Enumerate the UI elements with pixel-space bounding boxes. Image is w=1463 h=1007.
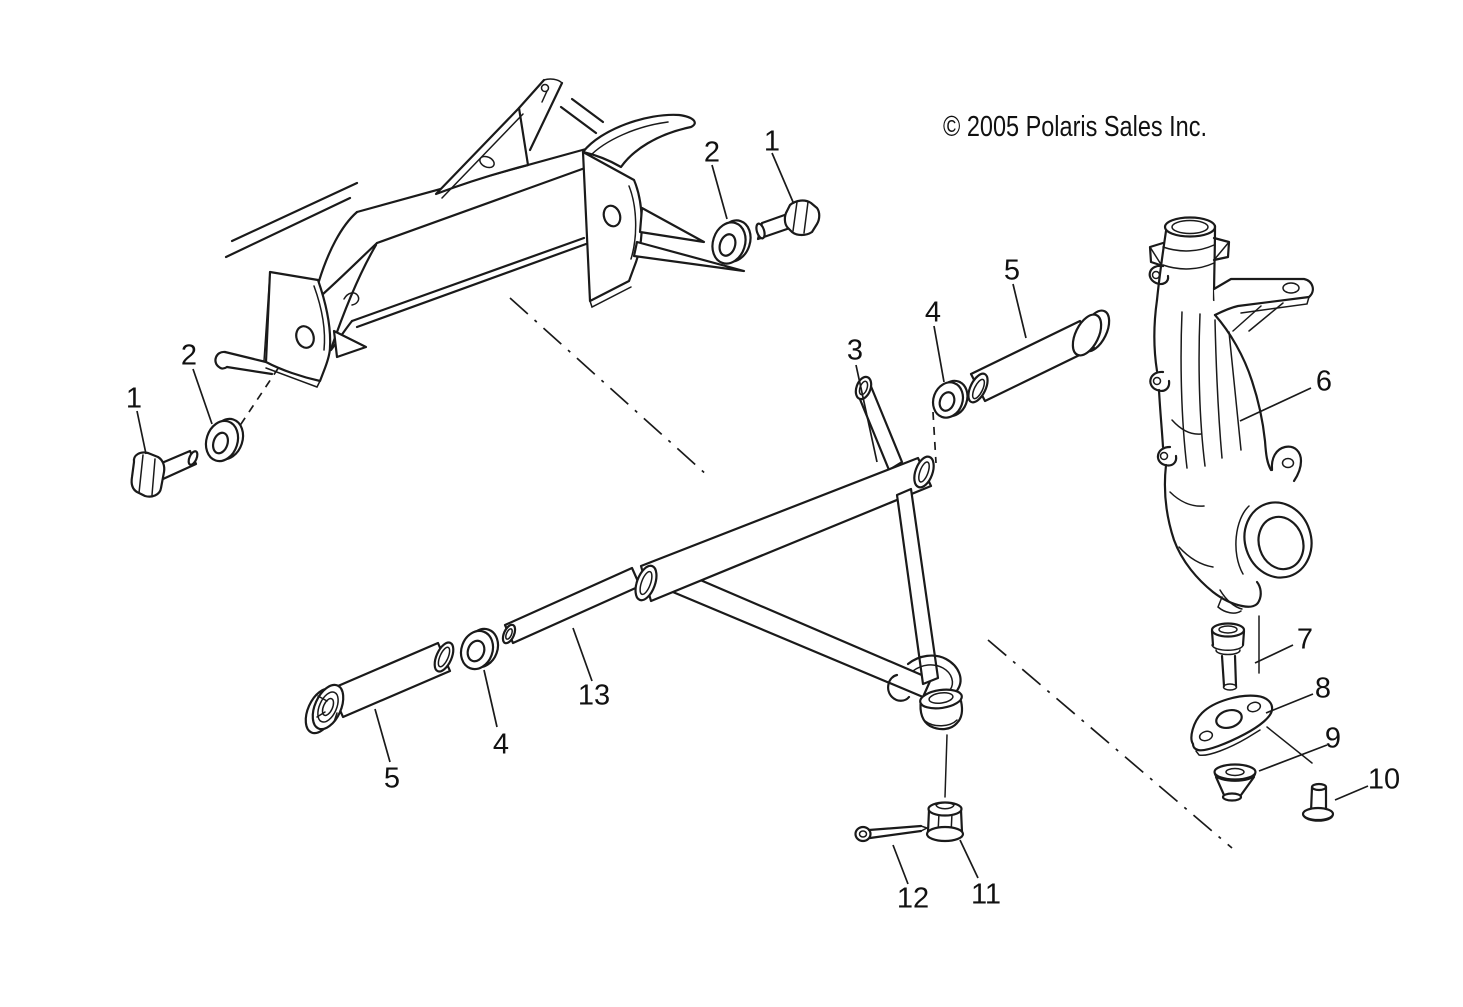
flat-washer-2-top — [711, 219, 752, 265]
bracket-spike — [638, 206, 706, 244]
callout-5-leader — [374, 708, 391, 763]
hook-detail — [540, 83, 550, 93]
beam-notch-detail — [343, 292, 360, 306]
hex-bolt-1-top — [755, 199, 821, 241]
callout-1-leader — [771, 152, 794, 203]
pivot-cross-tube — [634, 455, 935, 603]
callout-6-leader — [1239, 387, 1312, 422]
hex-bolt-1-left — [130, 449, 199, 498]
tie-rod-hole — [1282, 282, 1300, 294]
front-arm-tube — [895, 487, 940, 686]
callout-13-leader — [572, 627, 593, 682]
castle-nut-11 — [925, 801, 965, 843]
callout-4-label: 4 — [493, 729, 509, 761]
callout-11-label: 11 — [971, 879, 1001, 911]
bracket-bolt-hole — [602, 204, 622, 228]
callout-2-label: 2 — [181, 340, 197, 372]
leader-8-secondary — [1266, 726, 1313, 764]
frame-rail-break-lines — [224, 181, 359, 259]
callout-8-label: 8 — [1315, 673, 1331, 705]
steering-knuckle — [1148, 216, 1314, 614]
mount-ears — [1148, 264, 1178, 467]
callout-6-label: 6 — [1316, 366, 1332, 398]
callout-9-label: 9 — [1325, 723, 1341, 755]
pivot-axis-centerline — [509, 297, 709, 477]
gusset-plate — [434, 78, 605, 199]
pivot-pin-7 — [1210, 622, 1246, 691]
stop-plate-8 — [1190, 694, 1274, 757]
callout-10-label: 10 — [1368, 764, 1400, 796]
lower-axis-centerline — [987, 639, 1233, 849]
callout-4-label: 4 — [925, 297, 941, 329]
flat-washer-2-left — [204, 417, 245, 463]
front-arm-upper-stub — [854, 375, 904, 472]
gusset-hole — [479, 155, 495, 169]
copyright-text: © 2005 Polaris Sales Inc. — [943, 111, 1207, 143]
pivot-shaft-13 — [501, 566, 642, 645]
spacer-washer-4-upper — [931, 379, 969, 419]
callout-13-label: 13 — [578, 680, 610, 712]
callout-10-leader — [1334, 785, 1369, 801]
casting-ribs — [1169, 311, 1242, 568]
strut-stem — [1148, 216, 1231, 302]
tube-break-line — [559, 105, 598, 135]
cone-bushing-9 — [1213, 763, 1257, 802]
hub-bore — [1257, 515, 1305, 571]
callout-8-leader — [1265, 693, 1314, 714]
callout-2-leader — [192, 368, 213, 425]
callout-2-leader — [711, 164, 728, 220]
callout-3-leader — [855, 364, 878, 463]
cotter-pin-12 — [854, 824, 929, 843]
bracket-fin — [581, 113, 696, 169]
bracket-tab — [223, 350, 268, 364]
callout-2-label: 2 — [704, 137, 720, 169]
callout-5-leader — [1012, 283, 1027, 339]
bushing-sleeve-5-upper — [967, 309, 1111, 404]
balljoint-stud-axis — [944, 734, 948, 798]
plate-center-hole — [1215, 708, 1243, 730]
bracket-bolt-hole — [295, 325, 315, 349]
callout-9-leader — [1258, 744, 1328, 772]
callout-12-leader — [892, 844, 909, 885]
callout-7-label: 7 — [1297, 624, 1313, 656]
callout-1-label: 1 — [764, 126, 780, 158]
spacer-washer-4-lower — [459, 627, 500, 671]
bracket-spike — [632, 240, 746, 273]
bushing-sleeve-5-lower — [304, 641, 455, 735]
right-mount-bracket — [581, 113, 746, 309]
clamp-tab — [1148, 241, 1165, 268]
callout-7-leader — [1254, 644, 1294, 664]
rivet-pin-10 — [1301, 782, 1335, 822]
caliper-tab — [1270, 445, 1303, 483]
tube-break-line — [570, 97, 605, 124]
tab-curl — [214, 350, 229, 370]
callout-3-label: 3 — [847, 335, 863, 367]
callout-1-leader — [136, 410, 147, 455]
left-mount-bracket — [214, 270, 368, 388]
a-arm — [634, 375, 964, 731]
washer-alignment-dashes — [932, 411, 937, 464]
knuckle-body — [1153, 298, 1313, 614]
ball-joint — [887, 654, 964, 731]
steering-arm — [1212, 277, 1314, 332]
callout-4-leader — [933, 325, 945, 383]
callout-5-label: 5 — [384, 763, 400, 795]
strap-hook — [887, 673, 911, 702]
callout-5-label: 5 — [1004, 255, 1020, 287]
bracket-fin — [332, 329, 368, 359]
frame-crossmember — [214, 78, 746, 388]
callout-11-leader — [959, 839, 979, 879]
callout-4-leader — [483, 669, 498, 728]
frame-tube-stub — [517, 78, 546, 110]
callout-12-label: 12 — [897, 883, 929, 915]
clamp-tab — [1212, 236, 1231, 262]
callout-1-label: 1 — [126, 383, 142, 415]
